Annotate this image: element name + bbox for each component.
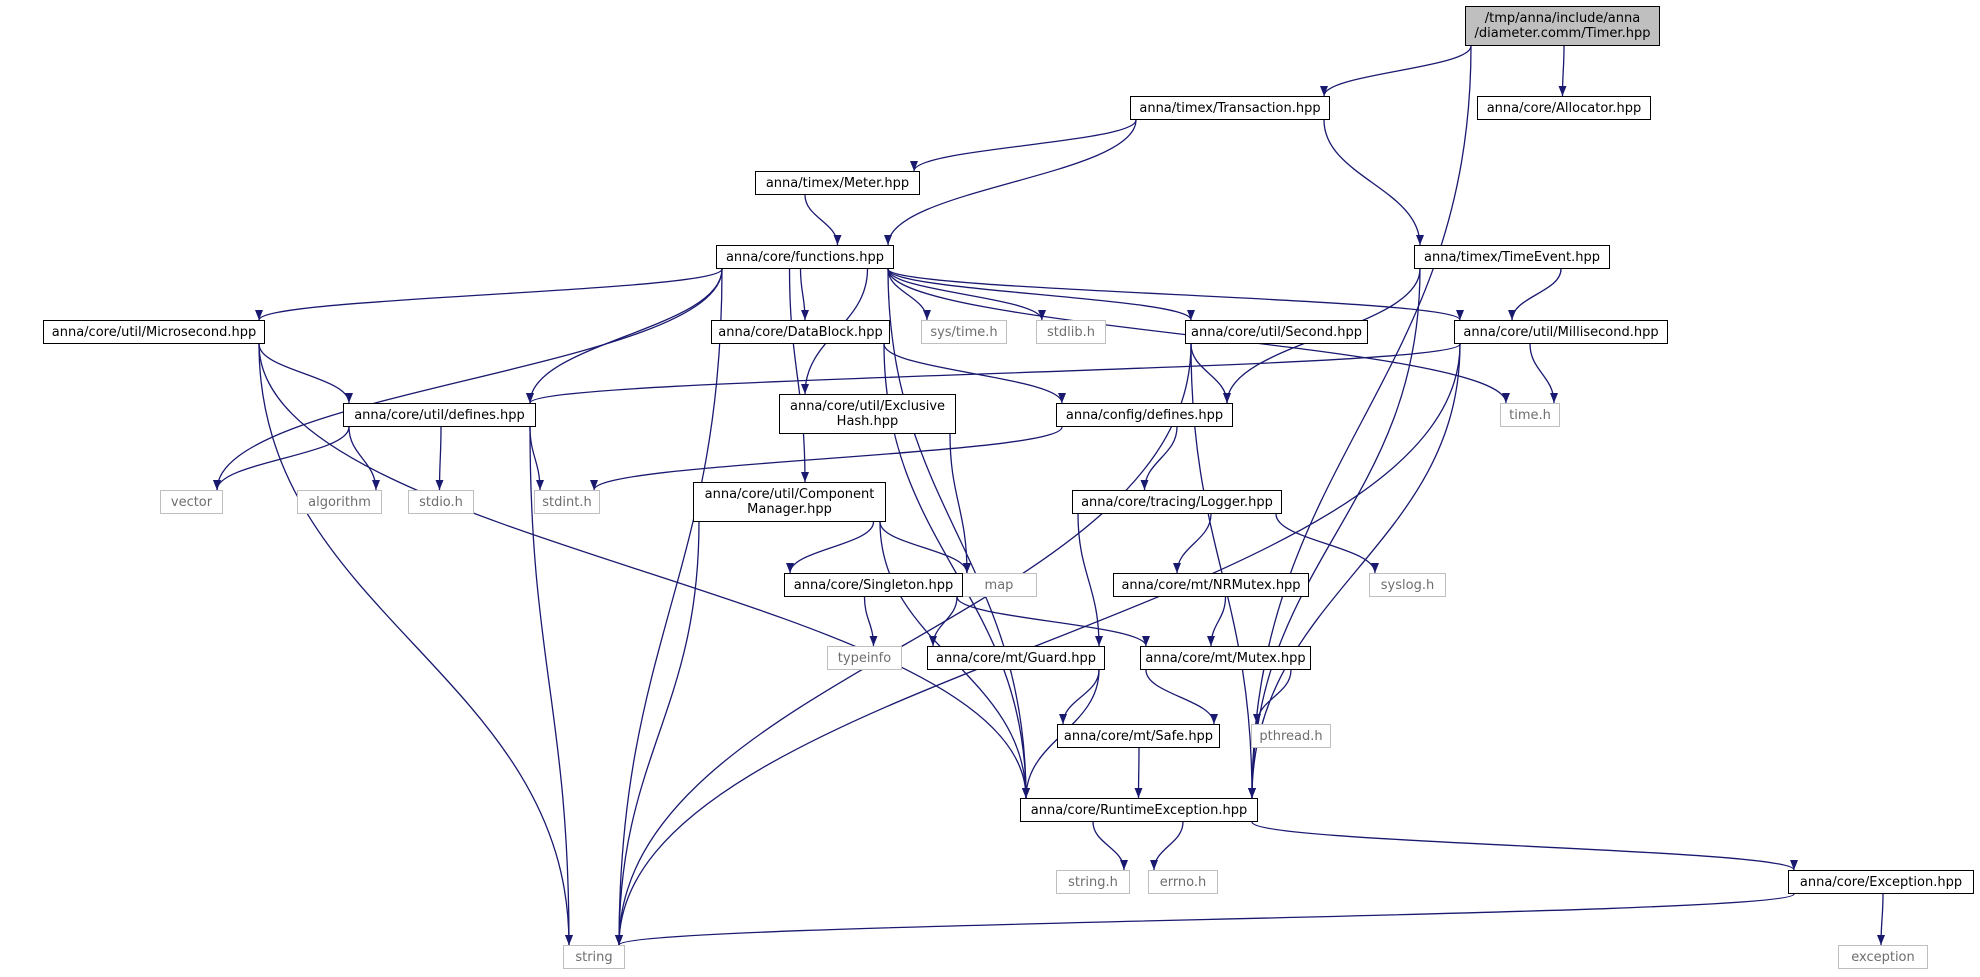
- node-logger-hpp[interactable]: anna/core/tracing/Logger.hpp: [1072, 490, 1282, 514]
- edge-nrmutex-to-mutex: [1207, 596, 1227, 647]
- node-transaction-hpp[interactable]: anna/timex/Transaction.hpp: [1130, 96, 1330, 120]
- node-nrmutex-hpp[interactable]: anna/core/mt/NRMutex.hpp: [1113, 573, 1309, 597]
- node-datablock-hpp[interactable]: anna/core/DataBlock.hpp: [711, 320, 890, 344]
- node-singleton-hpp[interactable]: anna/core/Singleton.hpp: [784, 573, 963, 597]
- edge-functions-to-componentmanager: [788, 268, 809, 483]
- edge-transaction-to-timeevent: [1323, 119, 1424, 246]
- node-second-hpp[interactable]: anna/core/util/Second.hpp: [1185, 320, 1368, 344]
- edge-guard-to-safe: [1059, 669, 1100, 725]
- edge-functions-to-microsecond: [255, 268, 723, 321]
- node-millisecond-hpp[interactable]: anna/core/util/Millisecond.hpp: [1454, 320, 1668, 344]
- edge-timer-to-runtimeexception: [1248, 45, 1472, 799]
- edge-mutex-to-safe: [1145, 669, 1218, 725]
- edge-utildefines-to-vector: [213, 426, 350, 491]
- edge-utildefines-to-stdio: [435, 426, 444, 491]
- edge-safe-to-runtimeexception: [1134, 747, 1143, 799]
- node-safe-hpp[interactable]: anna/core/mt/Safe.hpp: [1057, 724, 1220, 748]
- edge-functions-to-string: [615, 268, 723, 946]
- edge-runtimeexception-to-exception_hpp: [1251, 821, 1798, 871]
- node-exception-hpp[interactable]: anna/core/Exception.hpp: [1788, 870, 1974, 894]
- node-vector: vector: [160, 490, 223, 514]
- edge-timer-to-transaction: [1320, 45, 1472, 97]
- edge-timer-to-allocator: [1558, 45, 1567, 97]
- node-time-h: time.h: [1500, 403, 1560, 427]
- edge-functions-to-second: [887, 268, 1195, 321]
- edge-mutex-to-pthread: [1253, 669, 1292, 725]
- node-meter-hpp[interactable]: anna/timex/Meter.hpp: [755, 171, 920, 195]
- edge-runtimeexception-to-stringh: [1092, 821, 1128, 871]
- node-sys-time-h: sys/time.h: [921, 320, 1007, 344]
- node-stdint-h: stdint.h: [534, 490, 600, 514]
- edge-timeevent-to-millisecond: [1508, 268, 1562, 321]
- edge-functions-to-millisecond: [887, 268, 1464, 321]
- edge-second-to-configdefines: [1190, 343, 1231, 404]
- node-syslog-h: syslog.h: [1369, 573, 1446, 597]
- edge-utildefines-to-stdint: [529, 426, 544, 491]
- node-string-h: string.h: [1056, 870, 1130, 894]
- edge-millisecond-to-string: [615, 343, 1461, 946]
- edge-exclusivehash-to-map: [949, 433, 971, 574]
- edge-utildefines-to-algorithm: [348, 426, 380, 491]
- edge-singleton-to-guard: [929, 596, 958, 647]
- node-timeevent-hpp[interactable]: anna/timex/TimeEvent.hpp: [1414, 245, 1610, 269]
- edge-componentmanager-to-string: [615, 521, 700, 946]
- node-errno-h: errno.h: [1148, 870, 1218, 894]
- node-timer-hpp[interactable]: /tmp/anna/include/anna /diameter.comm/Ti…: [1465, 6, 1660, 46]
- node-map: map: [961, 573, 1037, 597]
- edge-functions-to-datablock: [799, 268, 809, 321]
- node-guard-hpp[interactable]: anna/core/mt/Guard.hpp: [927, 646, 1105, 670]
- edge-runtimeexception-to-errno: [1150, 821, 1184, 871]
- edge-functions-to-vector: [213, 268, 723, 491]
- edge-second-to-string: [615, 343, 1192, 946]
- node-util-defines-hpp[interactable]: anna/core/util/defines.hpp: [343, 403, 536, 427]
- node-stdlib-h: stdlib.h: [1036, 320, 1106, 344]
- node-componentmanager-hpp[interactable]: anna/core/util/Component Manager.hpp: [693, 482, 886, 522]
- edge-singleton-to-mutex: [956, 596, 1150, 647]
- node-microsecond-hpp[interactable]: anna/core/util/Microsecond.hpp: [43, 320, 265, 344]
- edge-datablock-to-configdefines: [883, 343, 1066, 404]
- node-exception: exception: [1838, 945, 1928, 969]
- edge-meter-to-functions: [804, 194, 842, 246]
- node-stdio-h: stdio.h: [408, 490, 474, 514]
- node-pthread-h: pthread.h: [1251, 724, 1331, 748]
- node-allocator-hpp[interactable]: anna/core/Allocator.hpp: [1477, 96, 1651, 120]
- edge-microsecond-to-runtimeexception: [258, 343, 1030, 799]
- edge-microsecond-to-utildefines: [258, 343, 353, 404]
- edge-componentmanager-to-map: [879, 521, 971, 574]
- node-mutex-hpp[interactable]: anna/core/mt/Mutex.hpp: [1140, 646, 1311, 670]
- edge-timeevent-to-runtimeexception: [1248, 268, 1421, 799]
- node-string: string: [563, 945, 625, 969]
- edge-exception_hpp-to-string: [615, 893, 1795, 946]
- edge-configdefines-to-stdint: [590, 426, 1063, 491]
- edge-functions-to-utildefines: [526, 268, 723, 404]
- edge-utildefines-to-string: [529, 426, 573, 946]
- edge-functions-to-stdlib: [887, 268, 1046, 321]
- edge-configdefines-to-logger: [1140, 426, 1178, 491]
- edge-singleton-to-typeinfo: [863, 596, 878, 647]
- node-config-defines-hpp[interactable]: anna/config/defines.hpp: [1056, 403, 1233, 427]
- edge-transaction-to-functions: [884, 119, 1137, 246]
- node-exclusivehash-hpp[interactable]: anna/core/util/Exclusive Hash.hpp: [779, 394, 956, 434]
- edge-componentmanager-to-singleton: [786, 521, 875, 574]
- edge-millisecond-to-timeh: [1529, 343, 1558, 404]
- edge-transaction-to-meter: [910, 119, 1137, 172]
- edge-logger-to-syslog: [1275, 513, 1379, 574]
- edge-logger-to-nrmutex: [1173, 513, 1212, 574]
- edge-millisecond-to-utildefines: [526, 343, 1461, 404]
- edge-logger-to-guard: [1077, 513, 1103, 647]
- node-typeinfo: typeinfo: [827, 646, 902, 670]
- edge-millisecond-to-runtimeexception: [1248, 343, 1461, 799]
- node-algorithm: algorithm: [297, 490, 382, 514]
- edge-functions-to-runtimeexception: [887, 268, 1030, 799]
- edge-microsecond-to-string: [258, 343, 573, 946]
- node-runtimeexception-hpp[interactable]: anna/core/RuntimeException.hpp: [1020, 798, 1258, 822]
- node-functions-hpp[interactable]: anna/core/functions.hpp: [716, 245, 894, 269]
- edge-functions-to-systime: [887, 268, 931, 321]
- edge-exception_hpp-to-exception: [1877, 893, 1886, 946]
